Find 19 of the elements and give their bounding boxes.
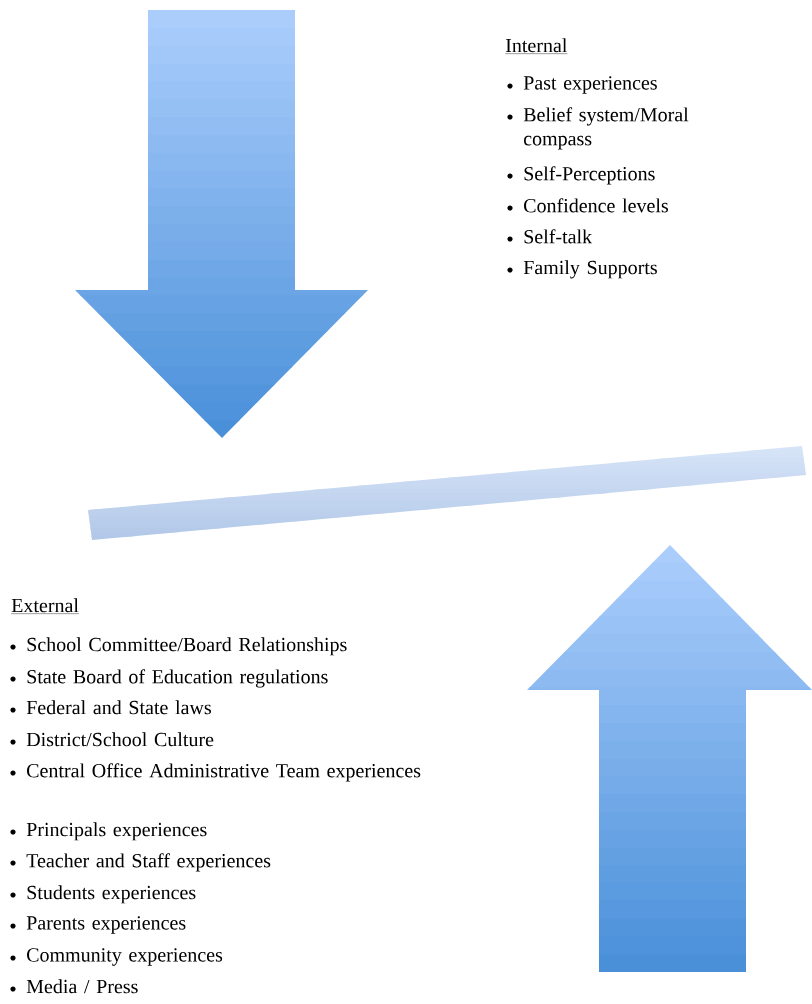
list-item: Self-talk	[524, 229, 593, 244]
list-item: Belief system/Moral compass	[523, 107, 689, 150]
list-item: State Board of Education regulations	[27, 669, 328, 688]
list-item: Family Supports	[523, 260, 657, 279]
list-item: Parents experiences	[26, 916, 186, 934]
list-item: Confidence levels	[524, 198, 668, 213]
list-item: Teacher and Staff experiences	[26, 853, 271, 872]
heading: External	[11, 598, 80, 614]
heading: Internal	[505, 38, 568, 54]
list-item: Community experiences	[27, 948, 223, 966]
list-item: Central Office Administrative Team experiences	[27, 763, 421, 782]
list-item: Federal and State laws	[26, 700, 211, 715]
list-item: Past experiences	[523, 76, 657, 94]
list-item: Students experiences	[27, 885, 196, 904]
list-item: Self-Perceptions	[524, 166, 655, 185]
list-item: Media / Press	[26, 979, 138, 994]
list-item: District/School Culture	[26, 732, 214, 747]
list-item: Principals experiences	[26, 822, 207, 841]
list-item: School Committee/Board Relationships	[27, 637, 347, 656]
